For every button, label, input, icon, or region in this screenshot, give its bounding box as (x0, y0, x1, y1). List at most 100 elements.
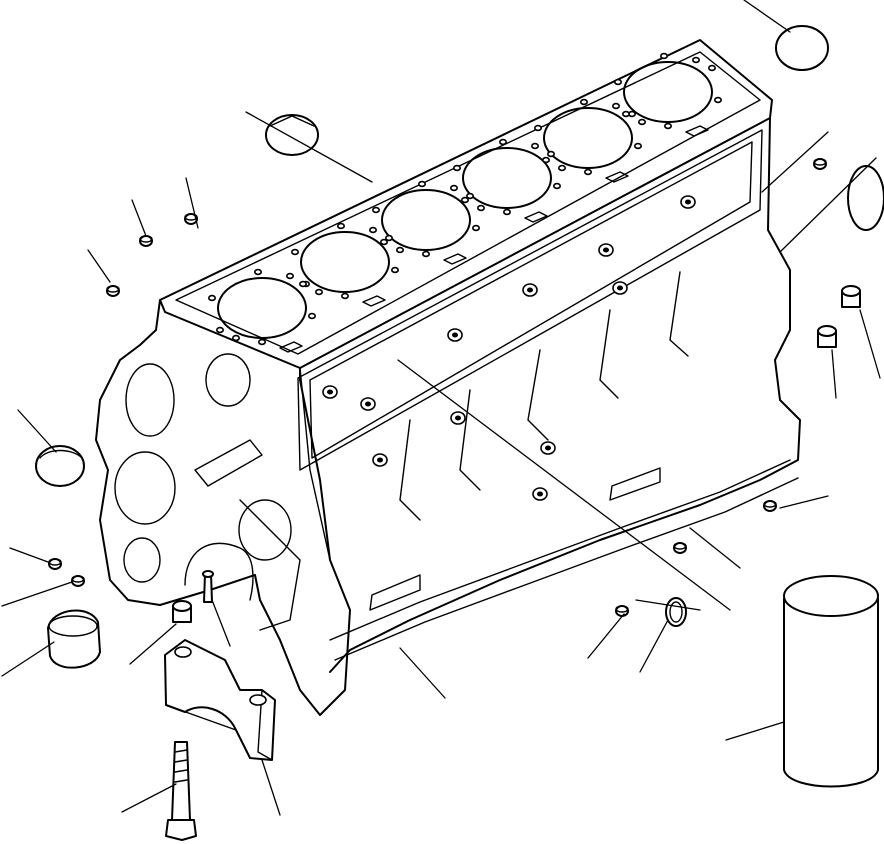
plug-top-right (775, 25, 829, 71)
callout-leader (399, 647, 446, 699)
deck-oil-passage (524, 211, 548, 223)
callout-leader-lines (1, 0, 881, 816)
deck-hole (533, 124, 542, 132)
small-plugs-and-dowels (48, 158, 861, 627)
cup-plug-rim (763, 500, 777, 508)
deck-holes (208, 52, 722, 353)
deck-hole (340, 292, 349, 300)
deck-hole (476, 204, 485, 212)
cylinder-bore-6 (623, 61, 713, 123)
deck-hole (384, 234, 393, 242)
cylinder-bore-2 (300, 231, 390, 293)
dowel-pin-rim (615, 605, 629, 613)
callout-leader (761, 131, 829, 193)
callout-leader (689, 527, 741, 569)
deck-hole (298, 280, 307, 288)
o-ring-inner (669, 601, 683, 623)
deck-oil-passage (362, 295, 386, 307)
bolt-small (203, 573, 213, 603)
callout-leader (131, 199, 147, 237)
callout-leader (87, 249, 111, 283)
cylinder-bore-5 (543, 107, 633, 169)
deck-hole (498, 138, 507, 146)
cylinder-bore-1 (217, 277, 307, 339)
callout-leader (185, 177, 199, 229)
oil-tube-loop (184, 542, 254, 601)
callout-leader (129, 623, 177, 665)
deck-hole (421, 250, 430, 258)
sleeve-plug-top (817, 325, 837, 337)
deck-hole (613, 78, 622, 86)
deck-hole (691, 56, 700, 64)
deck-hole (314, 288, 323, 296)
deck-hole (449, 184, 458, 192)
callout-leader (245, 111, 373, 183)
deck-hole (611, 102, 620, 110)
deck-hole (546, 150, 555, 158)
cylinder-bores (217, 61, 713, 339)
deck-oil-passage (605, 171, 629, 183)
deck-hole (290, 248, 299, 256)
callout-leader (639, 619, 669, 673)
deck-hole (368, 226, 377, 234)
deck-hole (208, 294, 217, 302)
side-boss-center (452, 332, 458, 338)
deck-hole (621, 110, 630, 118)
deck-hole (707, 64, 716, 72)
plug-top-center (265, 114, 319, 156)
main-bearing-cap (164, 639, 276, 761)
cup-plug-rim (184, 213, 198, 221)
side-boss-center (365, 401, 371, 407)
deck-oil-passage (279, 341, 303, 353)
callout-leader (831, 349, 837, 399)
callout-leader (587, 613, 625, 659)
deck-hole (663, 122, 672, 130)
callout-leader (779, 495, 829, 509)
callout-leader (779, 157, 877, 253)
side-boss-center (617, 285, 623, 291)
callout-leader (635, 599, 701, 611)
dowel-pin-rim (673, 542, 687, 550)
callout-leader (211, 599, 231, 647)
cup-plug-rim (813, 158, 827, 166)
cup-plug-rim (106, 285, 120, 293)
deck-hole (395, 246, 404, 254)
deck-hole (257, 338, 266, 346)
deck-hole (713, 96, 722, 104)
side-boss-center (327, 389, 333, 395)
side-boss-center (527, 287, 533, 293)
deck-hole (460, 196, 469, 204)
deck-hole (502, 208, 511, 216)
deck-hole (216, 326, 225, 334)
deck-hole (336, 222, 345, 230)
deck-hole (530, 142, 539, 150)
cylinder-bore-3 (381, 189, 471, 251)
callout-leader (725, 721, 785, 741)
deck-oil-passage (443, 253, 467, 265)
callout-leader (397, 359, 731, 611)
dowel-pin-rim (48, 558, 62, 566)
callout-leader (743, 0, 791, 33)
callout-leader (9, 547, 49, 563)
deck-hole (307, 312, 316, 320)
sleeve-plug-top (841, 285, 861, 297)
cylinder-liner (783, 575, 879, 788)
plug-left-front (35, 445, 85, 487)
deck-hole (232, 334, 241, 342)
camshaft-bushing (47, 609, 101, 669)
deck-hole (371, 206, 380, 214)
side-boss-center (603, 247, 609, 253)
cylinder-block (95, 39, 801, 716)
deck-hole (379, 238, 388, 246)
side-boss-center (377, 457, 383, 463)
deck-hole (465, 192, 474, 200)
deck-hole (452, 164, 461, 172)
deck-hole (417, 180, 426, 188)
side-boss-center (685, 199, 691, 205)
deck-hole (557, 164, 566, 172)
callout-leader (859, 309, 881, 379)
deck-hole (633, 142, 642, 150)
side-boss-center (537, 491, 543, 497)
deck-hole (583, 168, 592, 176)
